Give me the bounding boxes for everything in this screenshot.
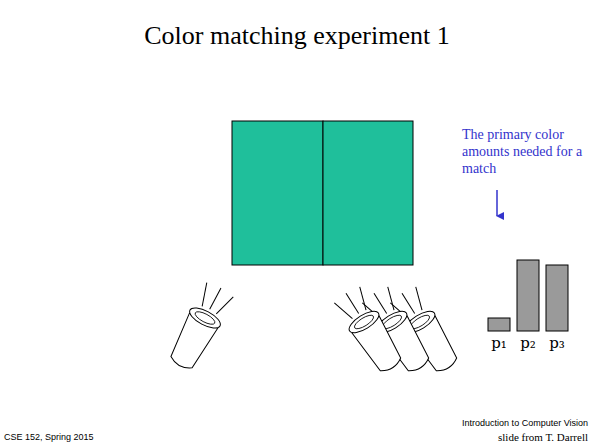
bar	[488, 318, 510, 331]
bar	[546, 265, 568, 331]
pointer-arrow	[496, 190, 498, 216]
annotation: The primary color amounts needed for a m…	[462, 126, 586, 177]
primary-projector	[332, 284, 407, 377]
credit-text: slide from T. Darrell	[498, 430, 588, 444]
bar-label: p₂	[513, 334, 543, 352]
footer-text: CSE 152, Spring 2015	[4, 431, 94, 443]
bar-label: p₃	[542, 334, 572, 352]
test-field	[232, 121, 323, 265]
bar-label: p₁	[484, 334, 514, 352]
footer-text: Introduction to Computer Vision	[462, 417, 588, 429]
bar	[517, 260, 539, 331]
test-projector	[165, 280, 236, 374]
match-field	[323, 121, 413, 265]
slide-title: Color matching experiment 1	[0, 20, 594, 52]
